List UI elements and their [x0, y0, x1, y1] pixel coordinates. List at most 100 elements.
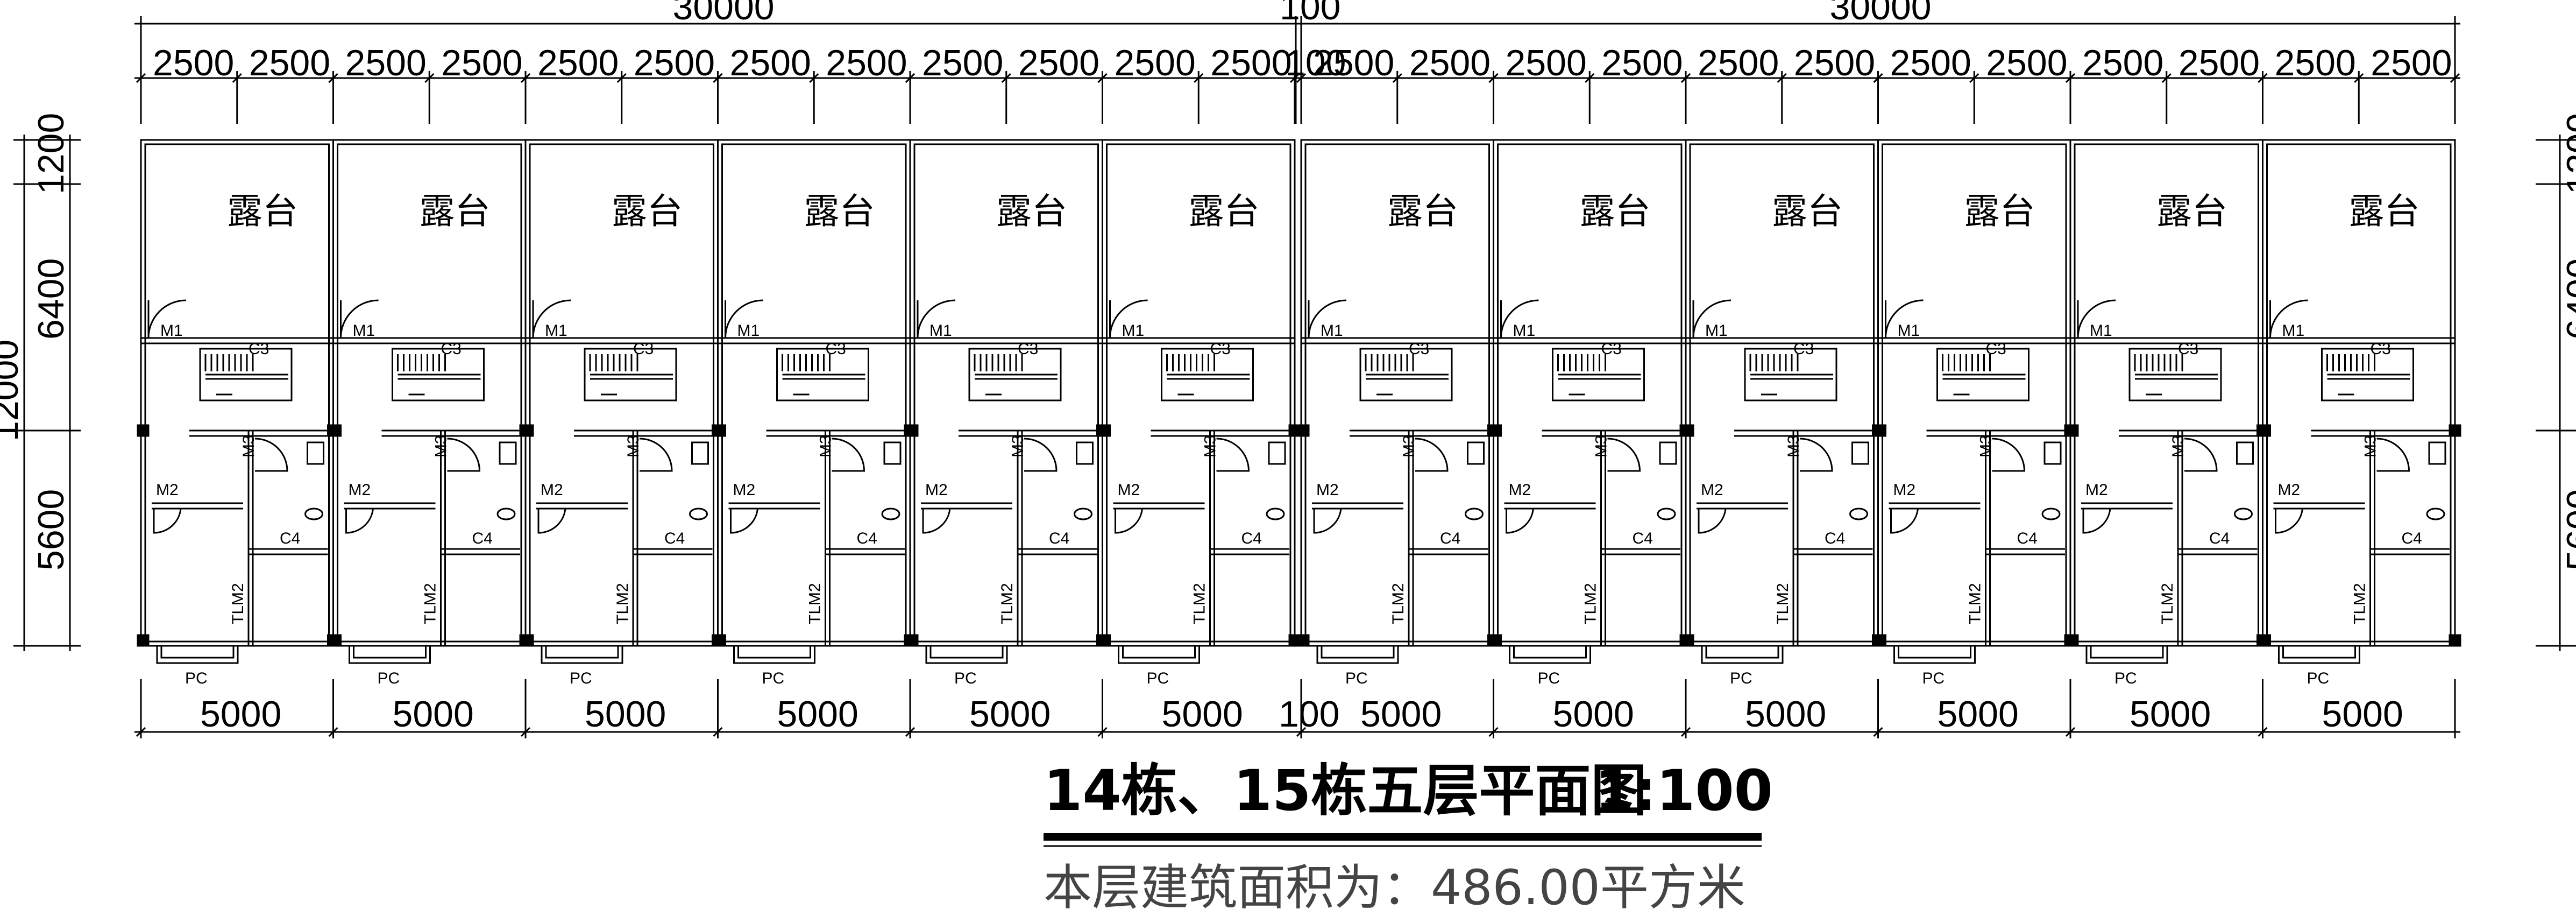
- stair-outline: [1744, 348, 1837, 401]
- structural-column: [906, 634, 919, 647]
- dim-unit-label: 5000: [2130, 694, 2211, 735]
- structural-column: [137, 424, 150, 437]
- bay-pc-label: PC: [1147, 670, 1169, 687]
- door-m3-label: M3: [2362, 435, 2380, 457]
- bay-window-pc: [1118, 646, 1200, 664]
- door-m3-label: M3: [2169, 435, 2187, 457]
- window-c4-label: C4: [1049, 530, 1069, 547]
- window-c3-label: C3: [1409, 340, 1429, 358]
- dim-tick-slash: [2258, 73, 2268, 83]
- floor-area-note: 本层建筑面积为：486.00平方米: [1044, 859, 1745, 916]
- window-c3-label: C3: [2371, 340, 2391, 358]
- dim-unit-label: 5000: [1162, 694, 1243, 735]
- dim-tick-slash: [424, 73, 435, 83]
- bay-window-pc-inner: [2090, 646, 2164, 659]
- door-tlm2-label: TLM2: [1582, 583, 1600, 624]
- bay-pc-label: PC: [1538, 670, 1560, 687]
- bay-pc-label: PC: [1345, 670, 1368, 687]
- door-tlm2-label: TLM2: [422, 583, 439, 624]
- dim-bay-label: 2500: [1210, 43, 1291, 83]
- door-tlm2-label: TLM2: [806, 583, 824, 624]
- dim-tick-slash: [1585, 73, 1595, 83]
- dim-tick-slash: [2065, 73, 2076, 83]
- sink-fixture: [1467, 441, 1485, 465]
- stair-outline: [776, 348, 869, 401]
- door-m2-label: M2: [2085, 481, 2108, 499]
- window-c4-label: C4: [2402, 530, 2422, 547]
- dim-unit-label: 5000: [585, 694, 666, 735]
- unit-inner-wall: [337, 143, 522, 643]
- dim-unit-label: 5000: [777, 694, 858, 735]
- dimension-frame: [13, 16, 2576, 738]
- door-m2-swing: [1890, 508, 1919, 534]
- dim-overall-left: 30000: [673, 0, 775, 27]
- door-m1-swing: [340, 299, 379, 339]
- dim-tick-slash: [136, 73, 146, 83]
- dwelling-unit: [2259, 139, 2461, 664]
- door-m2-swing: [922, 508, 951, 534]
- door-m1-swing: [1500, 299, 1539, 339]
- bay-window-pc: [2278, 646, 2360, 664]
- dim-bay-label: 2500: [2275, 43, 2356, 83]
- window-c4-label: C4: [1825, 530, 1845, 547]
- dim-unit-label: 5000: [393, 694, 474, 735]
- door-m1-label: M1: [160, 322, 183, 340]
- bay-window-pc: [733, 646, 815, 664]
- bay-window-pc-inner: [737, 646, 811, 659]
- door-tlm2-label: TLM2: [1389, 583, 1407, 624]
- door-tlm2-label: TLM2: [1191, 583, 1209, 624]
- door-m2-label: M2: [733, 481, 756, 499]
- structural-column: [2449, 424, 2461, 437]
- toilet-fixture: [1849, 508, 1868, 520]
- dim-tick-slash: [1969, 73, 1979, 83]
- dim-unit-label: 5000: [1938, 694, 2019, 735]
- toilet-fixture: [2426, 508, 2445, 520]
- stair-outline: [199, 348, 293, 401]
- door-m3-swing: [639, 438, 673, 472]
- bay-window-pc: [1509, 646, 1591, 664]
- stair-outline: [1359, 348, 1453, 401]
- dim-bay-label: 2500: [1986, 43, 2067, 83]
- door-m2-swing: [2082, 508, 2111, 534]
- bay-pc-label: PC: [2307, 670, 2330, 687]
- window-c3-label: C3: [1793, 340, 1814, 358]
- dim-tick-slash: [905, 73, 916, 83]
- title-underline: [1044, 833, 1762, 841]
- bay-window-pc: [1316, 646, 1399, 664]
- terrace-label: 露台: [996, 191, 1067, 232]
- door-tlm2-label: TLM2: [1967, 583, 1984, 624]
- unit-group: 露台M1C3M3M2C4TLM2PC露台M1C3M3M2C4TLM2PC露台M1…: [137, 139, 2461, 687]
- toilet-fixture: [304, 508, 323, 520]
- dim-unit-gap-label: 100: [1279, 694, 1339, 735]
- door-m2-label: M2: [1118, 481, 1140, 499]
- dim-side-part: 1200: [31, 113, 72, 194]
- terrace-label: 露台: [2156, 191, 2227, 232]
- dim-tick-slash: [809, 73, 819, 83]
- door-m2-swing: [1115, 508, 1143, 534]
- dim-bay-label: 2500: [1890, 43, 1971, 83]
- sink-fixture: [499, 441, 517, 465]
- stair-outline: [1161, 348, 1254, 401]
- bay-window-pc: [1893, 646, 1976, 664]
- door-m1-label: M1: [737, 322, 760, 340]
- door-m3-swing: [2376, 438, 2410, 472]
- door-m2-label: M2: [1316, 481, 1339, 499]
- dim-side-overall: 12000: [0, 340, 26, 441]
- dim-bay-label: 2500: [826, 43, 907, 83]
- window-c4-label: C4: [1633, 530, 1653, 547]
- structural-column: [906, 424, 919, 437]
- sink-fixture: [2043, 441, 2062, 465]
- dim-bay-label: 2500: [537, 43, 619, 83]
- dim-tick-slash: [1097, 727, 1108, 737]
- toilet-fixture: [881, 508, 900, 520]
- unit-inner-wall: [1882, 143, 2067, 643]
- dim-side-part: 5600: [2559, 489, 2576, 570]
- door-m1-swing: [725, 299, 763, 339]
- dim-unit-label: 5000: [1745, 694, 1826, 735]
